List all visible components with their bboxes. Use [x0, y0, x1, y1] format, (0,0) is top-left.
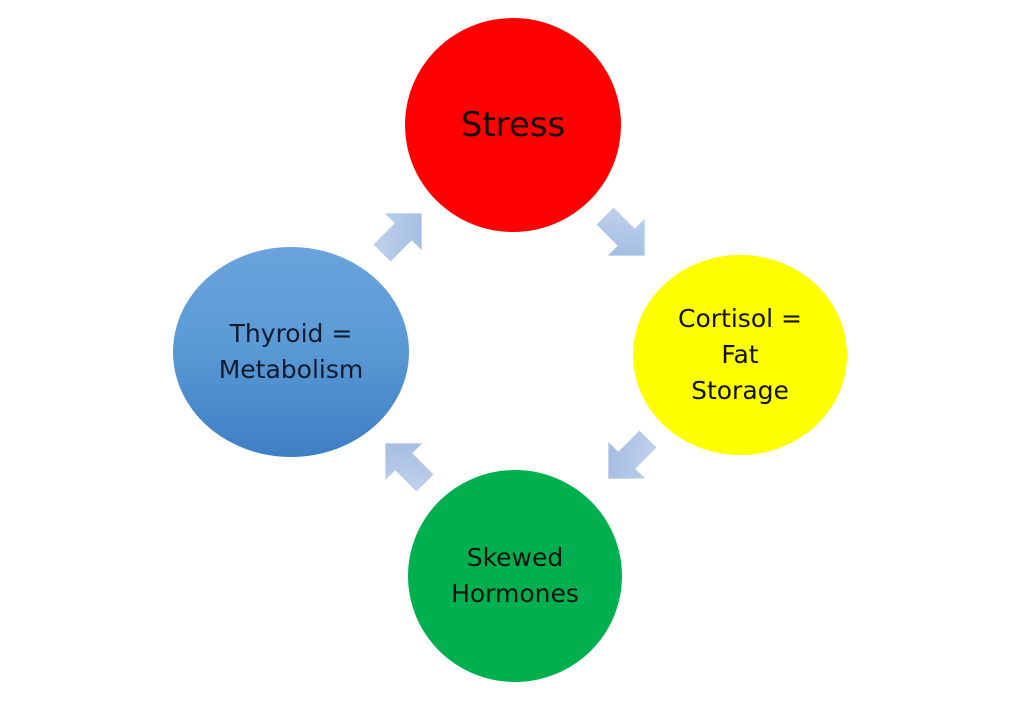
arrow-hormones-to-thyroid [385, 443, 434, 492]
node-skewed-hormones: Skewed Hormones [408, 470, 622, 682]
arrow-cortisol-to-hormones [608, 430, 657, 479]
arrow-thyroid-to-stress [373, 213, 422, 262]
node-thyroid-label: Thyroid = Metabolism [218, 319, 364, 384]
node-thyroid: Thyroid = Metabolism [173, 247, 409, 457]
node-stress-label: Stress [460, 105, 566, 145]
node-skewed-hormones-label: Skewed Hormones [451, 543, 579, 608]
node-cortisol-label: Cortisol = Fat Storage [678, 304, 802, 405]
node-cortisol: Cortisol = Fat Storage [633, 255, 847, 455]
node-stress: Stress [405, 18, 621, 232]
arrow-stress-to-cortisol [596, 207, 645, 256]
